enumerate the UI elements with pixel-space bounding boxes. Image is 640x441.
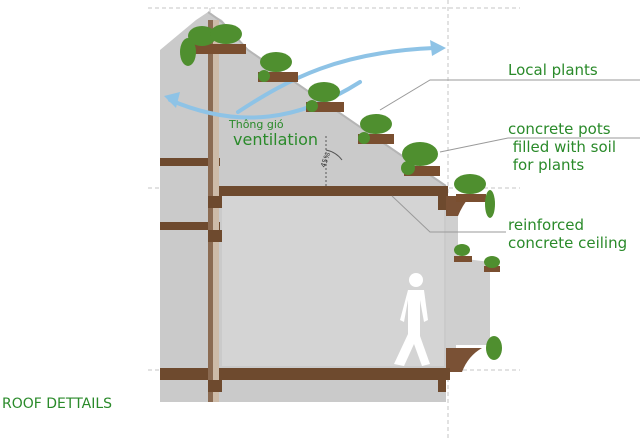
callout-ceiling: reinforced concrete ceiling — [508, 216, 628, 252]
diagram-title: ROOF DETTAILS — [2, 396, 113, 412]
pot — [484, 266, 500, 272]
arrow-head-left — [164, 92, 180, 108]
plant-foliage — [180, 24, 502, 360]
pot — [454, 256, 472, 262]
columns — [208, 20, 446, 402]
ventilation-label-vi: Thông gió — [229, 118, 284, 131]
facade-bracket-lower — [446, 348, 482, 372]
leader-lines — [379, 79, 640, 233]
floor-slabs — [160, 158, 450, 380]
ventilation-label-en: ventilation — [233, 130, 319, 149]
arrow-head-right — [430, 40, 446, 56]
pot — [456, 194, 486, 202]
callout-concrete-pots: concrete pots filled with soil for plant… — [508, 120, 616, 174]
pot — [358, 134, 394, 144]
callout-local-plants: Local plants — [508, 61, 598, 79]
pot — [306, 102, 344, 112]
pot — [258, 72, 298, 82]
facade-step — [446, 196, 490, 362]
slope-angle-arc-curve — [325, 149, 343, 161]
roof-pots — [190, 44, 500, 272]
pot — [190, 44, 246, 54]
human-figure — [394, 273, 430, 366]
pot — [404, 166, 440, 176]
